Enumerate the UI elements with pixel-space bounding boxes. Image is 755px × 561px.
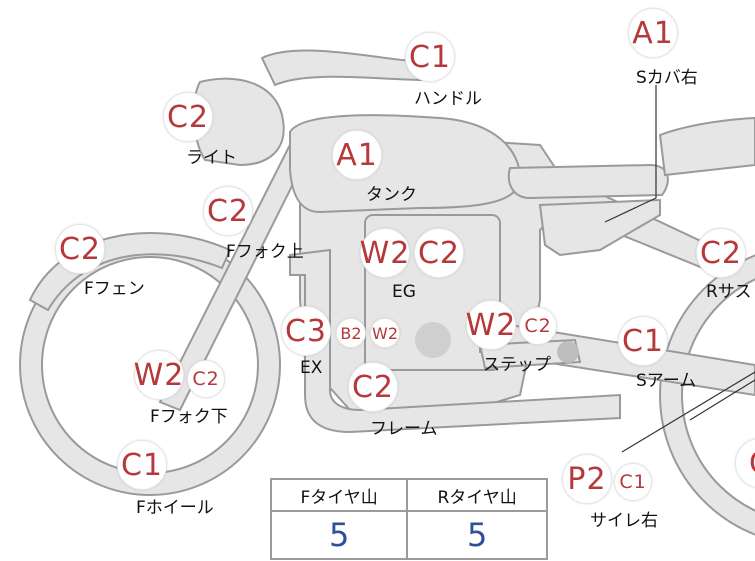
exhaust-shape: [289, 248, 621, 434]
label-ex: EX: [300, 358, 323, 378]
code-rsus-c2: C2: [696, 228, 746, 278]
label-rsus: Rサス: [706, 282, 752, 302]
label-sarm: Sアーム: [636, 371, 697, 391]
scover-leader: [604, 85, 657, 223]
seat-shape: [507, 163, 669, 200]
rear-tail-shape: [658, 116, 755, 177]
code-handle-c1: C1: [405, 32, 455, 82]
code-step-w2: W2: [466, 300, 516, 350]
side-cover-shape: [538, 198, 661, 257]
silencer-leader: [621, 371, 755, 453]
label-ffender: Fフェン: [84, 279, 145, 299]
code-fwheel-c1: C1: [117, 440, 167, 490]
code-ffork-up-c2: C2: [203, 186, 253, 236]
rear-tire-value: 5: [406, 510, 548, 560]
code-silencer-c1: C1: [614, 463, 652, 501]
code-ex-b2: B2: [336, 318, 366, 348]
code-silencer-p2: P2: [562, 454, 612, 504]
handlebar-shape: [260, 49, 430, 87]
label-step: ステップ: [483, 355, 551, 375]
code-ffork-low-w2: W2: [134, 350, 184, 400]
code-sarm-c1: C1: [618, 316, 668, 366]
code-frame-c2: C2: [348, 362, 398, 412]
label-ffork-up: Fフォク上: [226, 242, 304, 262]
code-ffender-c2: C2: [55, 224, 105, 274]
label-fwheel: Fホイール: [136, 498, 214, 518]
label-eg: EG: [392, 282, 416, 302]
code-eg-c2: C2: [414, 228, 464, 278]
tire-tread-table: Fタイヤ山 Rタイヤ山 5 5: [269, 478, 548, 560]
rwheel-leader: [689, 379, 755, 421]
code-scover-a1: A1: [628, 8, 678, 58]
label-light: ライト: [186, 148, 237, 168]
code-ex-w2: W2: [370, 318, 400, 348]
front-tire-value: 5: [269, 510, 409, 560]
code-tank-a1: A1: [332, 130, 382, 180]
front-tire-header: Fタイヤ山: [269, 478, 409, 512]
code-ffork-low-c2: C2: [187, 360, 225, 398]
code-eg-w2: W2: [360, 228, 410, 278]
label-handle: ハンドル: [414, 89, 482, 109]
label-frame: フレーム: [370, 419, 438, 439]
label-ffork-low: Fフォク下: [150, 407, 228, 427]
label-tank: タンク: [366, 185, 417, 205]
code-ex-c3: C3: [281, 306, 331, 356]
label-scover: Sカバ右: [636, 68, 698, 88]
code-step-c2: C2: [519, 307, 557, 345]
label-silencer: サイレ右: [590, 511, 658, 531]
code-light-c2: C2: [163, 92, 213, 142]
rear-tire-header: Rタイヤ山: [406, 478, 548, 512]
